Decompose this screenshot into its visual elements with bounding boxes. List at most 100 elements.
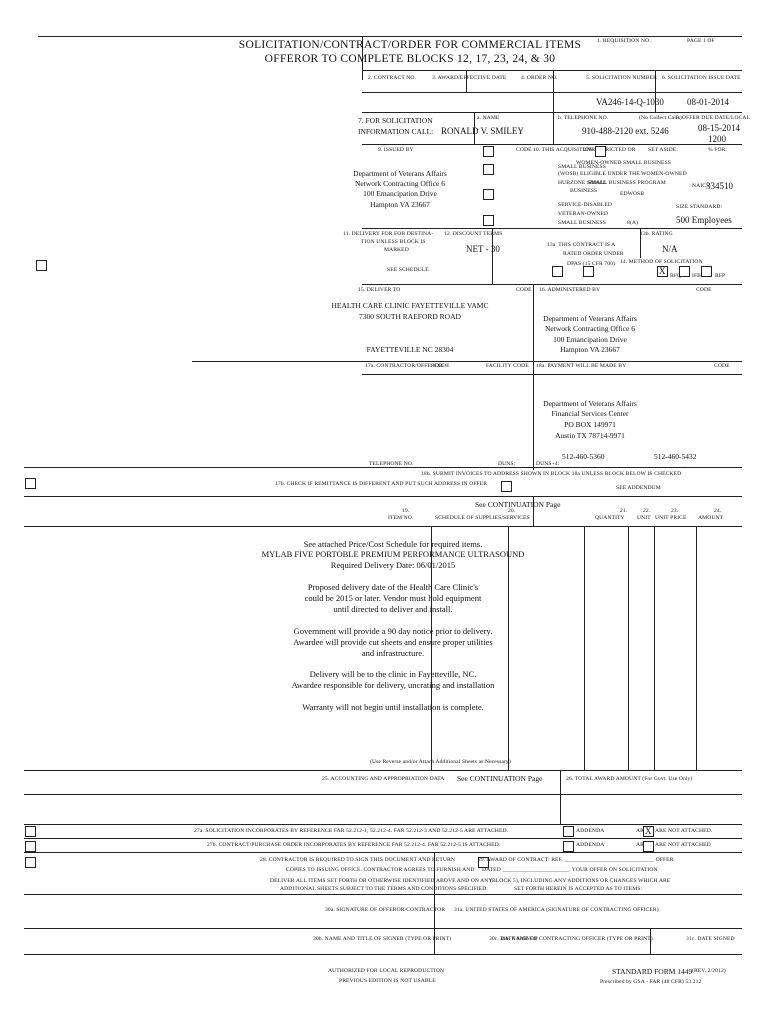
27b-are-not-checkbox[interactable] [643, 841, 654, 852]
deliver-to-code-label: CODE [516, 287, 532, 293]
schedule-header: SCHEDULE OF SUPPLIES/SERVICES [435, 515, 530, 521]
use-reverse-note: (Use Reverse and/or Attach Additional Sh… [370, 759, 511, 765]
schedule-line: Delivery will be to the clinic in Fayett… [309, 669, 477, 679]
remittance-label: 17b. CHECK IF REMITTANCE IS DIFFERENT AN… [275, 481, 488, 487]
accounting-continuation-link[interactable]: See CONTINUATION Page [457, 774, 543, 783]
block-30c-label: 30c. DATE SIGNED [489, 936, 538, 942]
duns-label: DUNS: [498, 461, 516, 467]
size-standard-label: SIZE STANDARD: [676, 204, 723, 210]
ifb-checkbox[interactable] [679, 266, 690, 277]
27b-attached-checkbox[interactable] [563, 841, 574, 852]
rfp-checkbox[interactable] [701, 266, 712, 277]
issued-by-code-label: CODE [516, 147, 532, 153]
administered-by-line: Department of Veterans Affairs [543, 314, 637, 323]
rule [24, 770, 742, 771]
set-aside-checkbox[interactable] [595, 146, 606, 157]
block-31a-label: 31a. UNITED STATES OF AMERICA (SIGNATURE… [454, 907, 659, 913]
rule [362, 228, 742, 229]
rfq-mark: X [659, 266, 666, 276]
offer-due-time-value: 1200 [708, 134, 726, 144]
rfq-checkbox[interactable] [657, 266, 668, 277]
telephone-no-label: TELEPHONE NO. [369, 461, 414, 467]
item-no-number: 19. [402, 508, 410, 514]
27a-are-not-checkbox[interactable] [643, 826, 654, 837]
wosb-line3: SMALL BUSINESS PROGRAM [588, 180, 666, 186]
rule [474, 112, 475, 144]
solicitation-issue-date-value: 08-01-2014 [687, 97, 729, 107]
rule [492, 228, 493, 284]
27a-attached-checkbox[interactable] [563, 826, 574, 837]
rule [192, 361, 742, 362]
see-addendum-checkbox-2[interactable] [583, 266, 594, 277]
edwosb-label: EDWOSB [620, 191, 645, 197]
form-title-line2: OFFEROR TO COMPLETE BLOCKS 12, 17, 23, 2… [264, 53, 556, 65]
item-continuation-link[interactable]: See CONTINUATION Page [475, 500, 561, 509]
contractor-label: 17a. CONTRACTOR/OFFEROR [365, 363, 443, 369]
rule [508, 526, 509, 770]
for-solicitation-label-1: 7. FOR SOLICITATION [358, 116, 433, 125]
rated-order-label-1: 13a. THIS CONTRACT IS A [547, 242, 616, 248]
rule [655, 70, 656, 112]
issuer-line: Hampton VA 23667 [370, 200, 430, 209]
27a-addenda-label: ADDENDA [576, 828, 605, 834]
rule [362, 284, 742, 285]
schedule-line: Warranty will not begin until installati… [302, 702, 484, 712]
unrestricted-checkbox[interactable] [483, 146, 494, 157]
issuer-line: Department of Veterans Affairs [353, 169, 447, 178]
hubzone-label-2: BUSINESS [570, 188, 598, 194]
rating-value: N/A [662, 244, 678, 254]
wosb-line1: WOMEN-OWNED SMALL BUSINESS [576, 160, 671, 166]
27b-checkbox[interactable] [25, 841, 36, 852]
rule [362, 374, 742, 375]
schedule-line: and infrastructure. [361, 648, 425, 658]
delivery-fob-label-1: 11. DELIVERY FOR FOB DESTINA- [343, 231, 434, 237]
see-addendum-checkbox[interactable] [501, 481, 512, 492]
rule [533, 284, 534, 470]
fob-destination-checkbox[interactable] [36, 260, 47, 271]
delivery-fob-label-2: TION UNLESS BLOCK IS [361, 239, 426, 245]
deliver-to-line: 7300 SOUTH RAEFORD ROAD [359, 312, 461, 321]
remittance-checkbox[interactable] [25, 478, 36, 489]
rated-order-label-2: RATED ORDER UNDER [563, 251, 624, 257]
rule [628, 526, 629, 770]
rfp-label: RFP [715, 273, 726, 279]
rule [24, 894, 742, 895]
rule [24, 852, 742, 853]
facility-code-label: FACILITY CODE [486, 363, 529, 369]
eight-a-label: 8(A) [627, 220, 638, 226]
rated-order-checkbox[interactable] [552, 266, 563, 277]
rule [560, 770, 561, 824]
acquisition-is-label: 10. THIS ACQUISITION IS [533, 147, 600, 153]
discount-terms-value: NET - 30 [466, 244, 500, 254]
sdvosb-line2: VETERAN-OWNED [558, 211, 609, 217]
rule [362, 70, 742, 71]
administered-by-line: Network Contracting Office 6 [544, 324, 636, 333]
rule [696, 526, 697, 770]
28-checkbox[interactable] [25, 857, 36, 868]
29-checkbox[interactable] [478, 857, 489, 868]
27a-checkbox[interactable] [25, 826, 36, 837]
27a-label: 27a. SOLICITATION INCORPORATES BY REFERE… [194, 828, 509, 834]
sdvosb-checkbox[interactable] [483, 215, 494, 226]
schedule-line: Required Delivery Date: 06/01/2015 [330, 560, 456, 570]
naics-value: 334510 [706, 181, 733, 191]
payment-line: Austin TX 78714-9971 [555, 431, 625, 440]
administered-by-label: 16. ADMINISTERED BY [539, 287, 601, 293]
solicitation-number-value: VA246-14-Q-1030 [596, 97, 664, 107]
hubzone-label: HUBZONE SMALL [558, 180, 607, 186]
27a-mark: X [645, 826, 652, 836]
unit-number: 22. [643, 508, 651, 514]
hubzone-checkbox[interactable] [483, 189, 494, 200]
accounting-label: 25. ACCOUNTING AND APPROPRIATION DATA [322, 776, 445, 782]
sdvosb-line1: SERVICE-DISABLED [558, 202, 612, 208]
small-business-checkbox[interactable] [483, 164, 494, 175]
27b-addenda-label: ADDENDA [576, 842, 605, 848]
amount-number: 24. [714, 508, 722, 514]
rule [24, 526, 742, 527]
block-28-line1: 28. CONTRACTOR IS REQUIRED TO SIGN THIS … [260, 857, 455, 863]
rule [24, 824, 742, 825]
rule [362, 36, 363, 80]
issued-by-label: 9. ISSUED BY [378, 147, 414, 153]
payment-phone: 512-460-5360 [562, 452, 605, 461]
